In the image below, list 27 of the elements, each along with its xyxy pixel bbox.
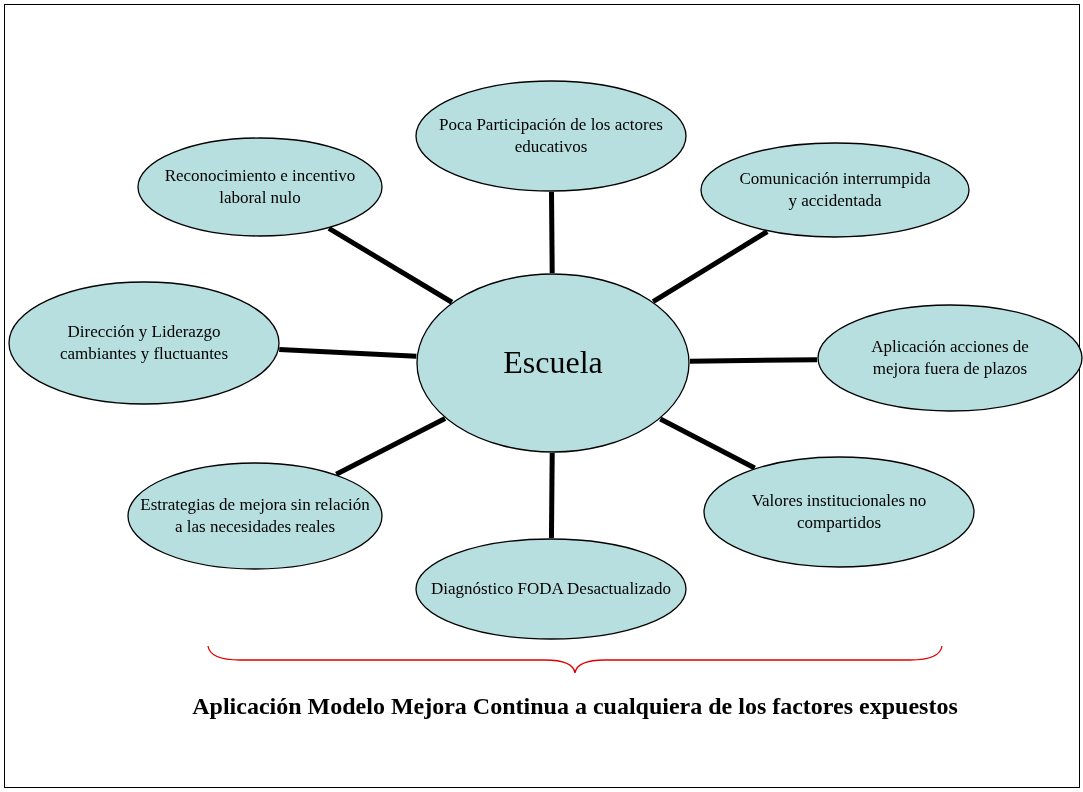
connector-line: [659, 416, 756, 471]
node-text: Escuela: [503, 343, 603, 383]
node-text: Estrategias de mejora sin relación a las necesidades reales: [139, 493, 371, 538]
node-text: Valores institucionales no compartidos: [750, 489, 928, 534]
connector-line: [689, 357, 818, 364]
connector-line: [548, 453, 555, 539]
node-text: Poca Participación de los actores educativos: [438, 113, 664, 158]
connector-line: [335, 416, 447, 477]
ellipse-node: [127, 462, 383, 570]
node-text: Aplicación acciones de mejora fuera de plazos: [870, 335, 1030, 380]
caption: Aplicación Modelo Mejora Continua a cualquiera de los factores expuestos: [191, 692, 959, 721]
node-text: Comunicación interrumpida y accidentada: [738, 167, 932, 212]
ellipse-node: [415, 80, 687, 192]
node-text: Dirección y Liderazgo cambiantes y fluctuantes: [58, 320, 230, 365]
ellipse-node: [8, 281, 280, 405]
node-text: Reconocimiento e incentivo laboral nulo: [163, 164, 357, 209]
connector-line: [279, 347, 417, 359]
ellipse-node: [416, 273, 690, 453]
ellipse-node: [415, 538, 687, 640]
ellipse-node: [700, 142, 970, 238]
connector-line: [327, 226, 454, 305]
ellipse-node: [703, 456, 975, 568]
node-text: Diagnóstico FODA Desactualizado: [431, 577, 671, 600]
connector-line: [651, 229, 769, 304]
connector-line: [549, 191, 555, 274]
ellipse-node: [137, 137, 383, 237]
ellipse-node: [817, 304, 1083, 412]
